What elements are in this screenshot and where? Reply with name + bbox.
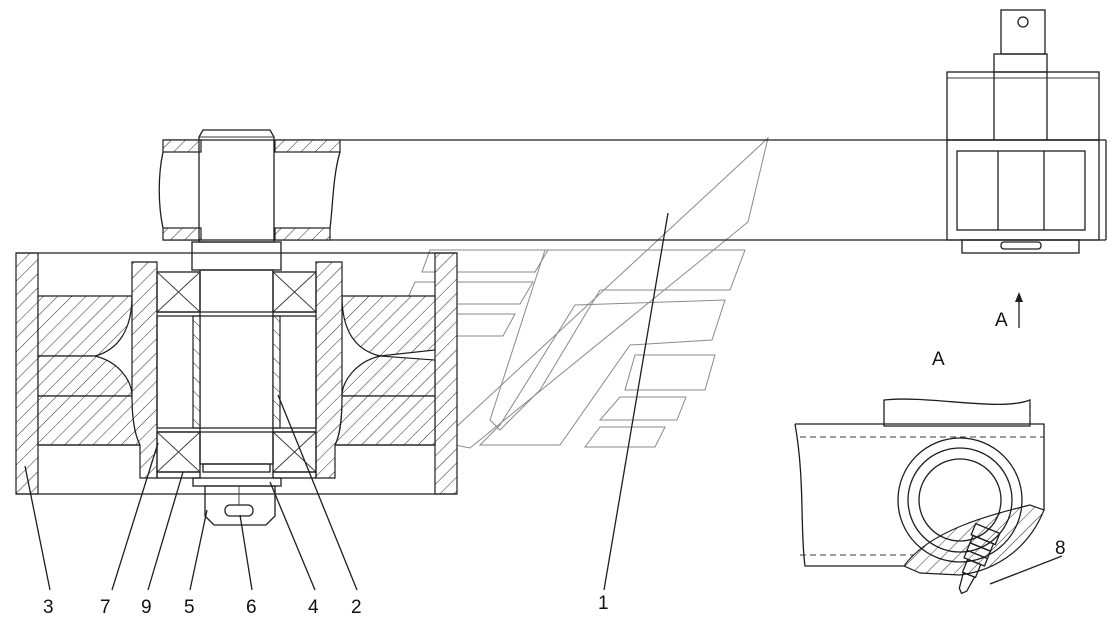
- bearing-lower-right: [272, 431, 317, 473]
- detail-view-title: A: [932, 349, 945, 370]
- callout-labels: 3 7 9 5 6 4 2 1 8: [43, 538, 1066, 618]
- bearing-upper-left: [156, 271, 201, 313]
- callout-2: 2: [351, 597, 362, 618]
- view-arrow-label: A: [995, 310, 1008, 331]
- arm-part-1: [158, 139, 1107, 241]
- callout-3: 3: [43, 597, 54, 618]
- callout-5: 5: [184, 597, 195, 618]
- washer-part-4: [192, 477, 282, 487]
- callout-8: 8: [1055, 538, 1066, 559]
- bearing-lower-left: [156, 431, 201, 473]
- seal-ring-9: [156, 471, 317, 479]
- grease-nipple-8: [958, 522, 1001, 595]
- nut-part-5: [204, 485, 276, 526]
- detail-view-a: A: [794, 349, 1045, 595]
- bearing-upper-right: [272, 271, 317, 313]
- callout-9: 9: [141, 597, 152, 618]
- view-arrow-a: A: [995, 292, 1023, 331]
- callout-7: 7: [100, 597, 111, 618]
- callout-4: 4: [308, 597, 319, 618]
- cotter-pin-6: [224, 486, 254, 517]
- callout-1: 1: [598, 593, 609, 614]
- watermark-logo: [387, 136, 769, 449]
- callout-6: 6: [246, 597, 257, 618]
- leader-lines: [24, 212, 1063, 591]
- clevis-block: [946, 9, 1100, 254]
- housing-part-3: [15, 252, 458, 495]
- spacer-tube: [156, 311, 317, 433]
- pin-shaft: [191, 129, 282, 473]
